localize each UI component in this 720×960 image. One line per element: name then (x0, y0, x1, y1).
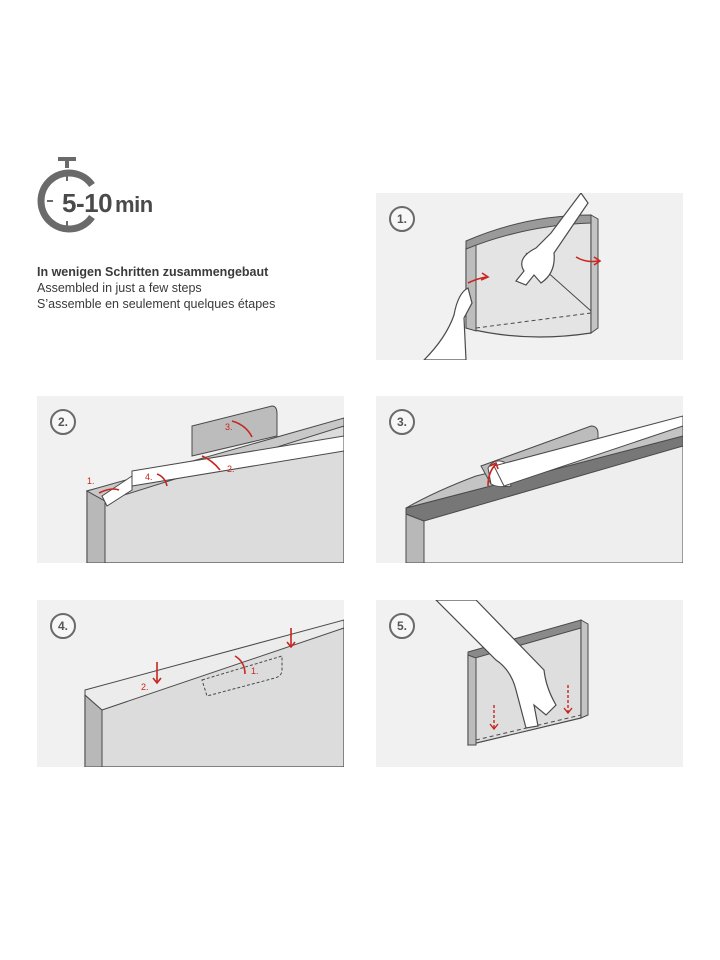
step-4-badge: 4. (50, 613, 76, 639)
intro-text: In wenigen Schritten zusammengebaut Asse… (37, 264, 275, 312)
step-4-illustration: 1. 2. (84, 619, 344, 767)
step-2-label-2: 2. (227, 464, 235, 474)
step-2-label-3: 3. (225, 422, 233, 432)
step-2-illustration: 1. 2. 3. 4. (85, 405, 344, 563)
step-1-badge: 1. (389, 206, 415, 232)
step-5-badge: 5. (389, 613, 415, 639)
step-4-label-1: 1. (251, 666, 259, 676)
step-3-illustration (405, 415, 683, 563)
step-1-illustration (423, 193, 602, 360)
step-2-label-4: 4. (145, 472, 153, 482)
intro-german: In wenigen Schritten zusammengebaut (37, 265, 269, 279)
step-4-label-2: 2. (141, 682, 149, 692)
step-2-badge: 2. (50, 409, 76, 435)
step-5-panel: 5. (376, 600, 683, 767)
timer-number: 5-10 (62, 188, 113, 218)
step-3-panel: 3. (376, 396, 683, 563)
intro-french: S’assemble en seulement quelques étapes (37, 297, 276, 311)
step-3-badge: 3. (389, 409, 415, 435)
step-4-panel: 1. 2. 4. (37, 600, 344, 767)
step-2-panel: 1. 2. 3. 4. 2. (37, 396, 344, 563)
step-5-illustration (435, 600, 589, 746)
intro-english: Assembled in just a few steps (37, 281, 202, 295)
step-1-panel: 1. (376, 193, 683, 360)
step-2-label-1: 1. (87, 476, 95, 486)
stopwatch-icon (37, 157, 95, 233)
timer-unit: min (115, 192, 153, 217)
